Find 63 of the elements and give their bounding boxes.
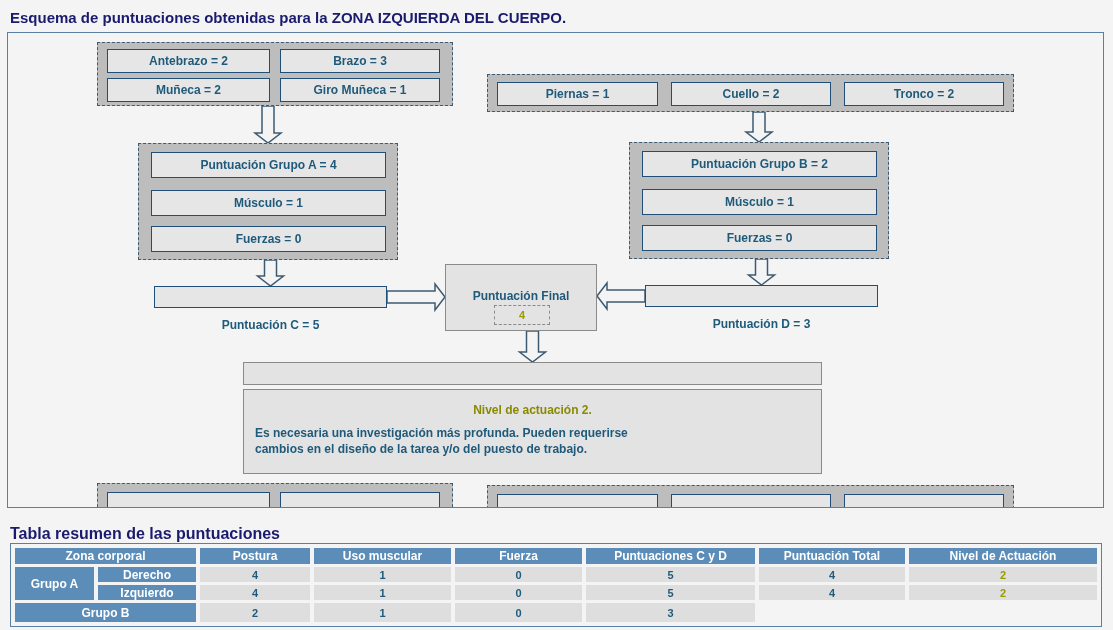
table-title: Tabla resumen de las puntuaciones [10,525,280,543]
level-title: Nivel de actuación 2. [472,403,593,417]
table-cell: 1 [314,585,451,600]
header-cell: Puntuación Total [759,548,905,564]
score-box: Cuello = 2 [671,82,831,106]
box-title: Puntuación Final [471,289,571,303]
table-cell: 1 [314,567,451,582]
score-box: Muñeca = 2 [107,78,270,102]
header-cell: Uso muscular [314,548,451,564]
table-cell: 4 [200,567,310,582]
block-arrow [252,105,284,144]
score-value: 4 [494,305,550,325]
table-cell: 2 [200,603,310,622]
score-box: Fuerzas = 0 [151,226,386,252]
level-description: Es necesaria una investigación más profunda. Pueden requerirse cambios en el diseño de la tarea y/o del puesto de trabajo. [255,426,629,458]
empty-score-box [154,286,387,308]
header-cell: Grupo B [15,603,196,622]
score-box: Puntuación Grupo B = 2 [642,151,877,177]
table-cell: 1 [314,603,451,622]
diagram-title: Esquema de puntuaciones obtenidas para la ZONA IZQUIERDA DEL CUERPO. [10,9,567,26]
header-cell: Izquierdo [98,585,196,600]
score-box: Músculo = 1 [642,189,877,215]
header-cell: Fuerza [455,548,582,564]
table-cell: 4 [759,567,905,582]
score-box: Piernas = 1 [497,82,658,106]
table-cell: 4 [200,585,310,600]
block-arrow [255,259,286,287]
header-cell: Nivel de Actuación [909,548,1097,564]
final-score-box [445,264,597,331]
score-label: Puntuación C = 5 [220,318,321,332]
score-box: Músculo = 1 [151,190,386,216]
block-arrow [517,330,548,363]
header-cell: Puntuaciones C y D [586,548,755,564]
score-box: Antebrazo = 2 [107,49,270,73]
block-arrow [746,258,777,286]
table-cell: 3 [586,603,755,622]
action-level-panel [243,362,822,474]
group-panel [629,142,889,259]
group-panel [97,42,453,106]
header-cell: Zona corporal [15,548,196,564]
score-box: Tronco = 2 [844,82,1004,106]
header-cell: Derecho [98,567,196,582]
table-cell: 2 [909,567,1097,582]
table-cell: 5 [586,567,755,582]
block-arrow [596,280,646,312]
table-cell: 0 [455,567,582,582]
score-box: Brazo = 3 [280,49,440,73]
empty-score-box [645,285,878,307]
table-cell: 5 [586,585,755,600]
group-panel [138,143,398,260]
score-box: Giro Muñeca = 1 [280,78,440,102]
block-arrow [386,281,446,313]
group-panel [487,74,1014,112]
block-arrow [743,111,775,143]
score-box: Puntuación Grupo A = 4 [151,152,386,178]
table-cell: 2 [909,585,1097,600]
table-cell: 4 [759,585,905,600]
header-cell: Grupo A [15,567,94,600]
table-cell: 0 [455,585,582,600]
table-cell: 0 [455,603,582,622]
score-box: Fuerzas = 0 [642,225,877,251]
score-label: Puntuación D = 3 [711,317,812,331]
header-cell: Postura [200,548,310,564]
